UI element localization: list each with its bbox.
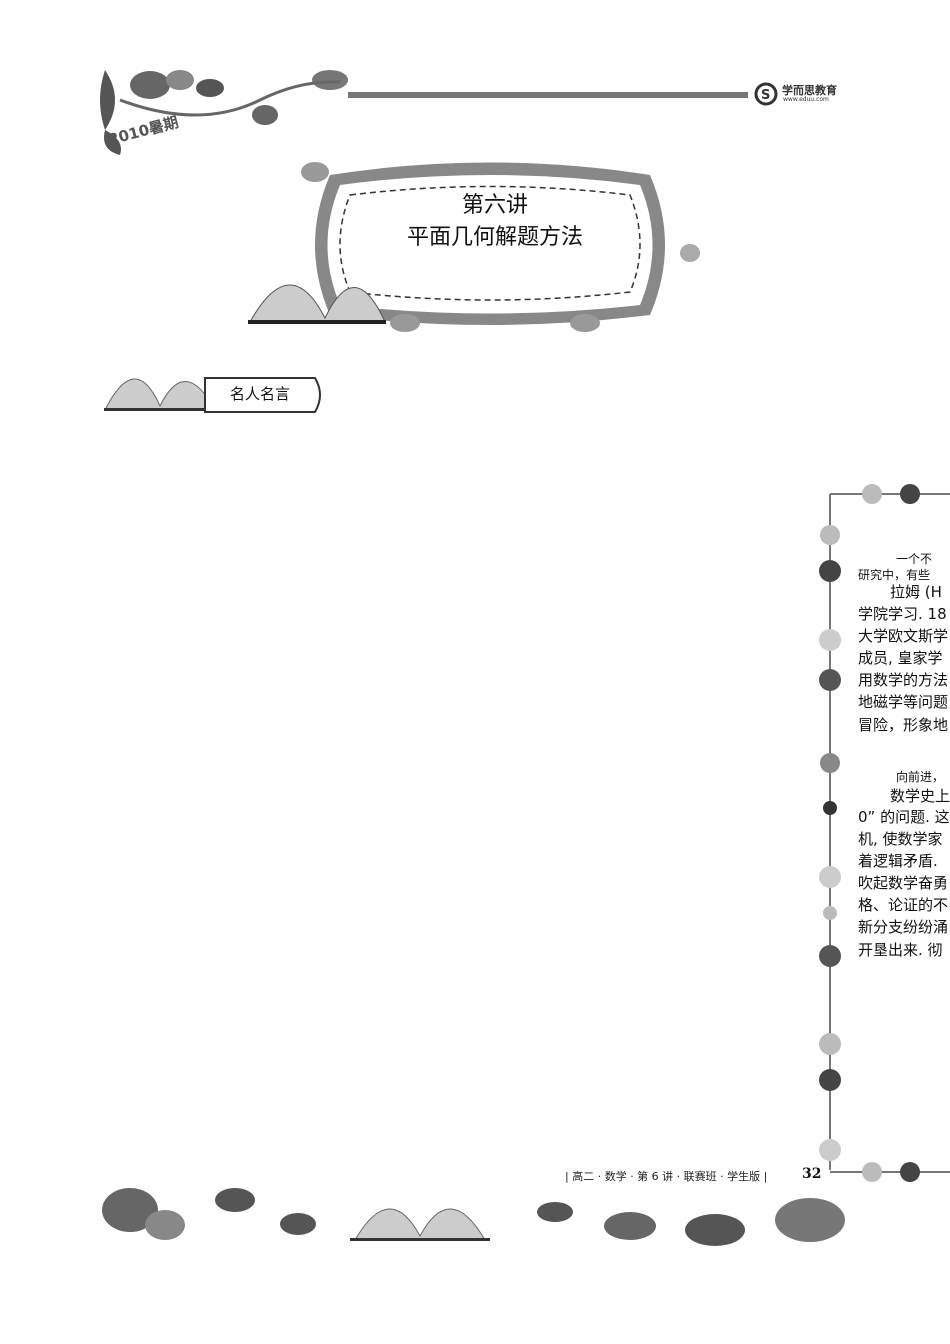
lecture-number: 第六讲 — [461, 193, 528, 218]
text-line: 吹起数学奋勇 — [858, 874, 949, 892]
logo-url: www.eduu.com — [783, 96, 829, 103]
border-chain-decoration — [819, 484, 950, 1182]
section-label: 名人名言 — [230, 385, 291, 403]
text-line: 格、论证的不 — [858, 896, 949, 914]
page-number: 32 — [802, 1166, 822, 1182]
text-line: 成员, 皇家学 — [858, 649, 943, 667]
text-line: 用数学的方法 — [858, 671, 949, 689]
text-line: 研究中，有些 — [858, 568, 931, 582]
text-line: 一个不 — [896, 552, 933, 566]
text-line: 地磁学等问题 — [858, 693, 949, 711]
text-line: 机, 使数学家 — [858, 830, 943, 848]
text-line: 拉姆 (H — [890, 583, 942, 601]
svg-text:S: S — [761, 88, 770, 103]
header-rule — [348, 92, 748, 98]
lecture-title-block: 第六讲 平面几何解题方法 — [340, 190, 650, 254]
section-label-box — [204, 377, 321, 413]
text-line: 新分支纷纷涌 — [858, 918, 949, 936]
logo-icon — [754, 82, 778, 106]
text-line: 0” 的问题. 这 — [858, 808, 950, 826]
title-frame — [301, 162, 700, 332]
text-line: 冒险，形象地 — [858, 716, 949, 734]
footer-leaves-decoration — [102, 1188, 845, 1246]
text-line: 学院学习. 18 — [858, 605, 947, 623]
text-line: 向前进， — [896, 770, 945, 784]
open-book-icon — [248, 284, 386, 324]
text-line: 数学史上 — [890, 787, 950, 805]
text-line: 大学欧文斯学 — [858, 627, 949, 645]
text-line: 开垦出来. 彻 — [858, 941, 943, 959]
sidebar-text-column: 一个不 研究中，有些 拉姆 (H 学院学习. 18 大学欧文斯学 成员, 皇家学… — [858, 548, 950, 968]
section-book-icon — [104, 378, 216, 411]
text-line: 着逻辑矛盾. — [858, 852, 938, 870]
header-vine-decoration — [100, 70, 348, 155]
footer-text: | 高二 · 数学 · 第 6 讲 · 联赛班 · 学生版 | — [565, 1170, 768, 1183]
lecture-title: 平面几何解题方法 — [406, 225, 583, 250]
logo-name: 学而思教育 — [782, 84, 837, 97]
season-badge: 2010暑期 — [106, 113, 180, 149]
